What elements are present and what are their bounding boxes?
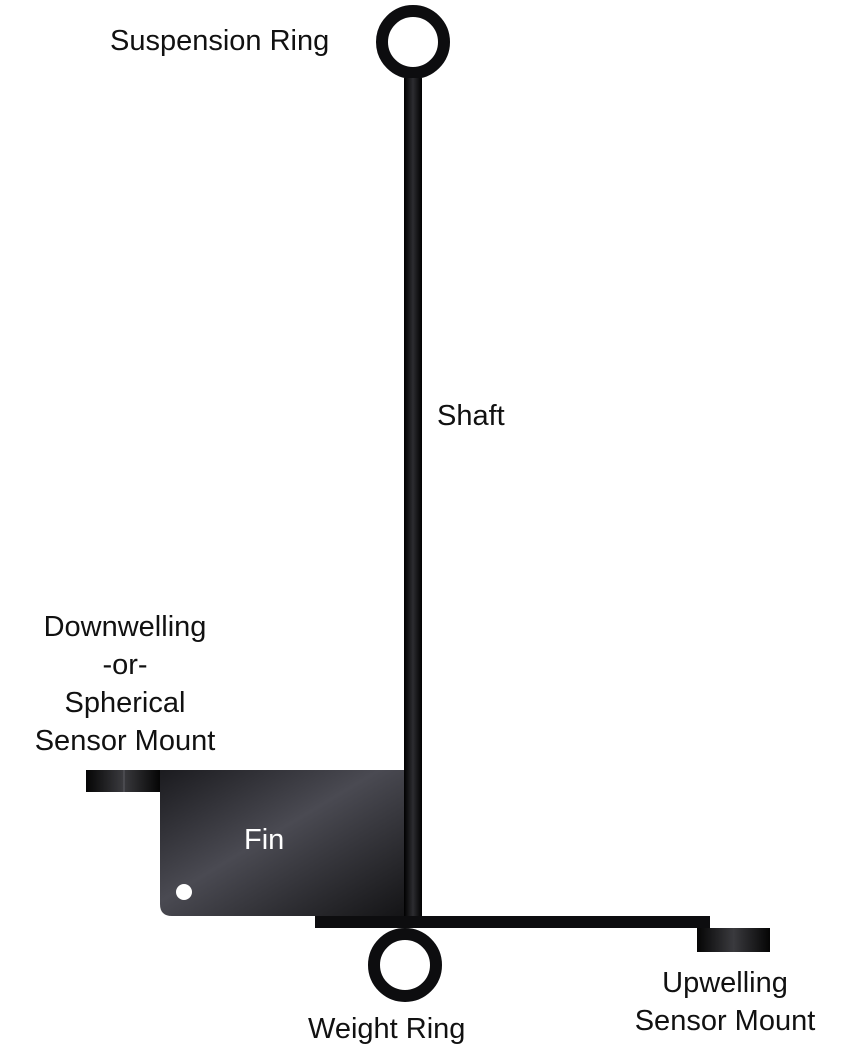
suspension-ring-label: Suspension Ring xyxy=(110,25,330,57)
weight-ring xyxy=(368,928,442,1002)
downwelling-mount-label: Downwelling -or- Spherical Sensor Mount xyxy=(20,608,230,760)
upwelling-label-line-2: Sensor Mount xyxy=(634,1005,816,1037)
fin-hole xyxy=(176,884,192,900)
upwelling-label-line-1: Upwelling xyxy=(662,967,788,999)
shaft xyxy=(404,78,422,920)
fin-label: Fin xyxy=(244,824,285,856)
base-bar xyxy=(315,916,710,928)
fin xyxy=(160,770,404,916)
downwelling-sensor-mount xyxy=(86,770,160,792)
shaft-label: Shaft xyxy=(437,400,505,432)
downwelling-label-line-3: Spherical xyxy=(64,687,186,719)
upwelling-mount-label: Upwelling Sensor Mount xyxy=(620,964,830,1040)
suspension-ring xyxy=(376,5,450,79)
upwelling-sensor-mount xyxy=(697,928,770,952)
downwelling-label-line-2: -or- xyxy=(102,649,148,681)
downwelling-label-line-4: Sensor Mount xyxy=(34,725,216,757)
downwelling-label-line-1: Downwelling xyxy=(43,611,207,643)
weight-ring-label: Weight Ring xyxy=(308,1013,466,1045)
